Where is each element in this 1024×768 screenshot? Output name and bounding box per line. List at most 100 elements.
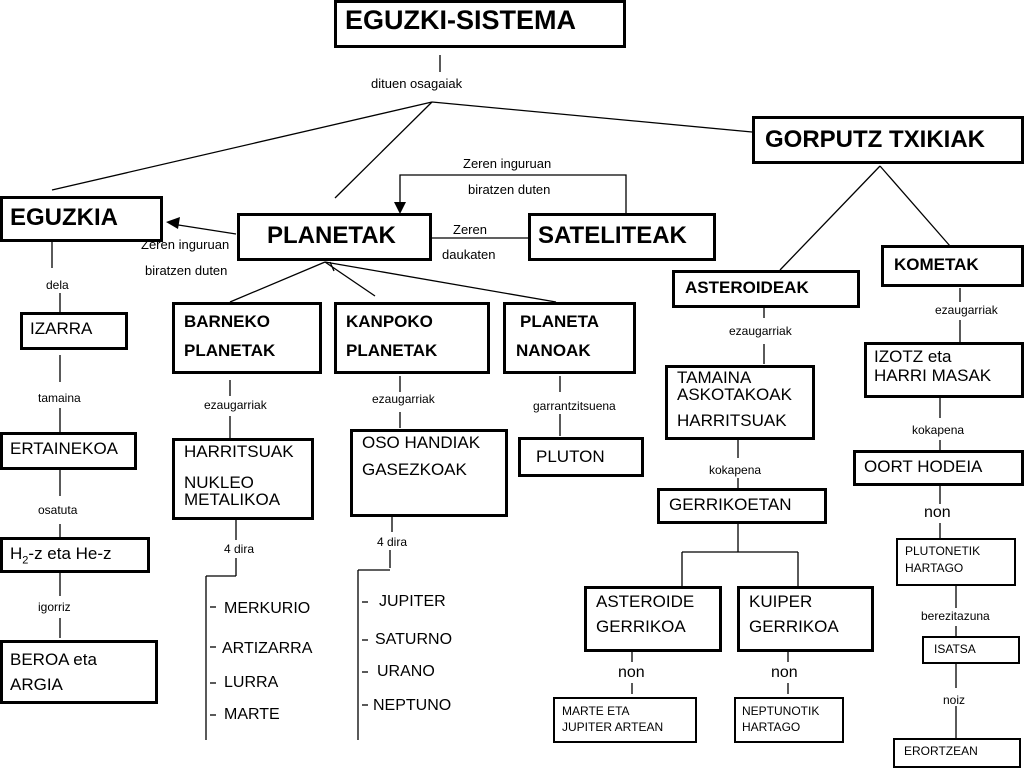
gorputz-txikiak-box — [752, 116, 1024, 164]
pluton-box — [518, 437, 644, 477]
label-kanpoko-count: 4 dira — [377, 535, 408, 549]
kometak-label: KOMETAK — [894, 255, 979, 274]
kanpoko-item: URANO — [377, 663, 435, 680]
label-barneko-count: 4 dira — [224, 542, 255, 556]
nanoak-title-1: PLANETA — [520, 312, 600, 331]
comet-desc-1: IZOTZ eta — [874, 347, 952, 366]
kanpoko-desc-2: GASEZKOAK — [362, 460, 467, 479]
plutonetik-1: PLUTONETIK — [905, 544, 981, 558]
marte-jupiter-2: JUPITER ARTEAN — [562, 720, 664, 734]
oort-label: OORT HODEIA — [864, 457, 983, 476]
label-zeren-inguruan-1: Zeren inguruan — [463, 156, 552, 171]
eguzkia-label: EGUZKIA — [10, 204, 118, 231]
label-zeren-inguruan-2: Zeren inguruan — [141, 237, 230, 252]
barneko-desc-3: METALIKOA — [184, 490, 281, 509]
label-non-kuiper: non — [771, 664, 798, 681]
label-non-asteroide: non — [618, 664, 645, 681]
kanpoko-title-2: PLANETAK — [346, 341, 438, 360]
asteroideak-label: ASTEROIDEAK — [685, 278, 809, 297]
gerrikoetan-label: GERRIKOETAN — [669, 495, 792, 514]
label-noiz: noiz — [943, 693, 966, 707]
composition-label: H2-z eta He-z — [10, 545, 112, 567]
label-biratzen-duten-1: biratzen duten — [468, 182, 551, 197]
composition-sub: 2 — [22, 554, 29, 567]
izarra-box — [20, 312, 128, 350]
marte-jupiter-box — [553, 697, 697, 743]
barneko-item: MERKURIO — [224, 600, 311, 617]
sateliteak-box — [528, 213, 716, 261]
label-comet-kokapena: kokapena — [912, 423, 965, 437]
label-zeren: Zeren — [453, 222, 487, 237]
gorputz-txikiak-label: GORPUTZ TXIKIAK — [765, 126, 985, 153]
kanpoko-box — [334, 302, 490, 374]
barneko-title-1: BARNEKO — [184, 312, 270, 331]
plutonetik-box — [896, 538, 1016, 586]
kometak-box — [881, 245, 1024, 287]
asteroide-gerrikoa-1: ASTEROIDE — [596, 592, 695, 611]
label-tamaina: tamaina — [38, 391, 81, 405]
asteroideak-box — [672, 270, 860, 308]
barneko-box — [172, 302, 322, 374]
izarra-label: IZARRA — [30, 319, 93, 338]
asteroid-desc-box — [665, 365, 815, 440]
neptunotik-1: NEPTUNOTIK — [742, 704, 820, 718]
label-igorriz: igorriz — [38, 600, 71, 614]
erortzean-label: ERORTZEAN — [904, 744, 978, 758]
label-biratzen-duten-2: biratzen duten — [145, 263, 228, 278]
title-box — [334, 0, 626, 48]
gerrikoetan-box — [657, 488, 827, 524]
label-asteroid-kokapena: kokapena — [709, 463, 762, 477]
barneko-desc-2: NUKLEO — [184, 473, 254, 492]
kuiper-gerrikoa-box — [737, 586, 874, 652]
marte-jupiter-1: MARTE ETA — [562, 704, 630, 718]
nanoak-box — [503, 302, 636, 374]
asteroid-desc-3: HARRITSUAK — [677, 411, 787, 430]
label-comet-ezaugarriak: ezaugarriak — [935, 303, 998, 317]
barneko-item: LURRA — [224, 674, 279, 691]
kanpoko-desc-box — [350, 429, 508, 517]
ertainekoa-label: ERTAINEKOA — [10, 439, 119, 458]
nanoak-title-2: NANOAK — [516, 341, 591, 360]
label-comet-non: non — [924, 504, 951, 521]
kanpoko-title-1: KANPOKO — [346, 312, 433, 331]
label-dituen-osagaiak: dituen osagaiak — [371, 76, 463, 91]
asteroide-gerrikoa-box — [584, 586, 722, 652]
comet-desc-box — [864, 342, 1024, 398]
asteroide-gerrikoa-2: GERRIKOA — [596, 617, 686, 636]
beroa-line-1: BEROA eta — [10, 650, 97, 669]
plutonetik-2: HARTAGO — [905, 561, 964, 575]
asteroid-desc-1: TAMAINA — [677, 368, 752, 387]
ertainekoa-box — [0, 432, 137, 470]
asteroid-desc-2: ASKOTAKOAK — [677, 385, 792, 404]
sateliteak-label: SATELITEAK — [538, 222, 687, 249]
label-garrantzitsuena: garrantzitsuena — [533, 399, 616, 413]
composition-h: H — [10, 544, 23, 563]
kuiper-2: GERRIKOA — [749, 617, 839, 636]
neptunotik-2: HARTAGO — [742, 720, 801, 734]
composition-rest: -z eta He-z — [28, 544, 112, 563]
label-dela: dela — [46, 278, 69, 292]
pluton-label: PLUTON — [536, 447, 605, 466]
isatsa-label: ISATSA — [934, 642, 976, 656]
erortzean-box — [893, 738, 1021, 768]
barneko-item: ARTIZARRA — [222, 640, 313, 657]
kanpoko-item: NEPTUNO — [373, 697, 452, 714]
barneko-desc-box — [172, 438, 314, 520]
neptunotik-box — [734, 697, 844, 743]
label-daukaten: daukaten — [442, 247, 496, 262]
kanpoko-desc-1: OSO HANDIAK — [362, 433, 481, 452]
planetak-box — [237, 213, 432, 261]
planetak-label: PLANETAK — [267, 222, 396, 249]
kuiper-1: KUIPER — [749, 592, 813, 611]
label-kanpoko-ezaugarriak: ezaugarriak — [372, 392, 435, 406]
label-osatuta: osatuta — [38, 503, 78, 517]
label-asteroid-ezaugarriak: ezaugarriak — [729, 324, 792, 338]
kanpoko-item: SATURNO — [375, 631, 453, 648]
beroa-line-2: ARGIA — [10, 675, 63, 694]
oort-box — [853, 450, 1024, 486]
kanpoko-item: JUPITER — [379, 593, 446, 610]
eguzkia-box — [0, 196, 163, 242]
label-barneko-ezaugarriak: ezaugarriak — [204, 398, 267, 412]
label-berezitasuna: berezitazuna — [921, 609, 990, 623]
